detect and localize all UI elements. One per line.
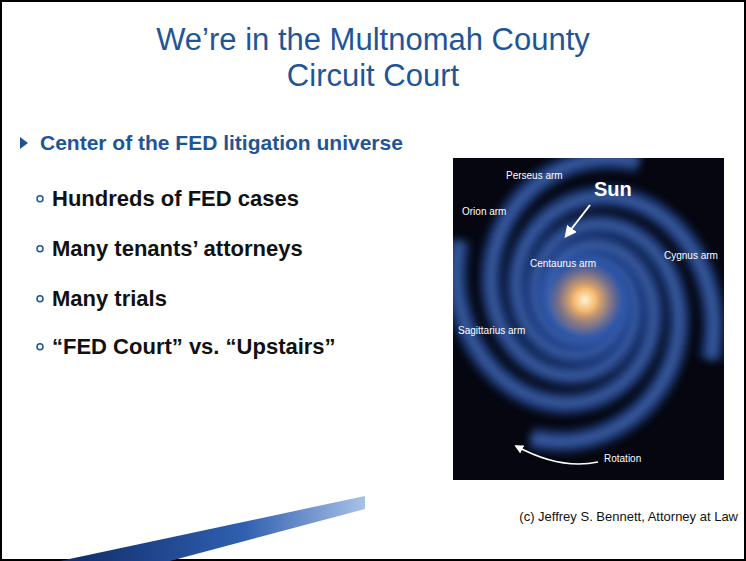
bullet-circle	[37, 344, 43, 350]
bullet-item: Many tenants’ attorneys	[52, 236, 303, 261]
galaxy-label: Sagittarius arm	[458, 325, 525, 337]
galaxy-label: Perseus arm	[506, 170, 563, 182]
galaxy-label: Centaurus arm	[530, 258, 596, 270]
slide-title: We’re in the Multnomah County Circuit Co…	[113, 22, 633, 93]
rotation-arrow	[516, 446, 598, 464]
galaxy-ground	[453, 158, 724, 480]
galaxy-label: Cygnus arm	[664, 250, 718, 262]
bullet-item: “FED Court” vs. “Upstairs”	[52, 334, 336, 359]
galaxy-arms	[456, 158, 713, 441]
galaxy-arm-glow	[456, 241, 653, 404]
bullet-circle	[37, 296, 43, 302]
bullet-heading: Center of the FED litigation universe	[40, 131, 403, 155]
bullet-circle	[37, 196, 43, 202]
image-credit: (c) Jeffrey S. Bennett, Attorney at Law	[519, 510, 738, 525]
bullet-circle	[37, 246, 43, 252]
decor-swoosh	[60, 496, 365, 561]
bullet-item: Many trials	[52, 286, 167, 311]
galaxy-arm	[456, 241, 653, 404]
bullet-triangle	[20, 137, 28, 149]
bullet-markers	[20, 137, 43, 350]
galaxy-core	[547, 262, 623, 338]
galaxy-label: Orion arm	[462, 206, 506, 218]
galaxy-label: Rotation	[604, 453, 641, 465]
sun-pointer	[566, 205, 590, 236]
bullet-item: Hundreds of FED cases	[52, 186, 299, 211]
galaxy-label: Sun	[594, 178, 632, 201]
